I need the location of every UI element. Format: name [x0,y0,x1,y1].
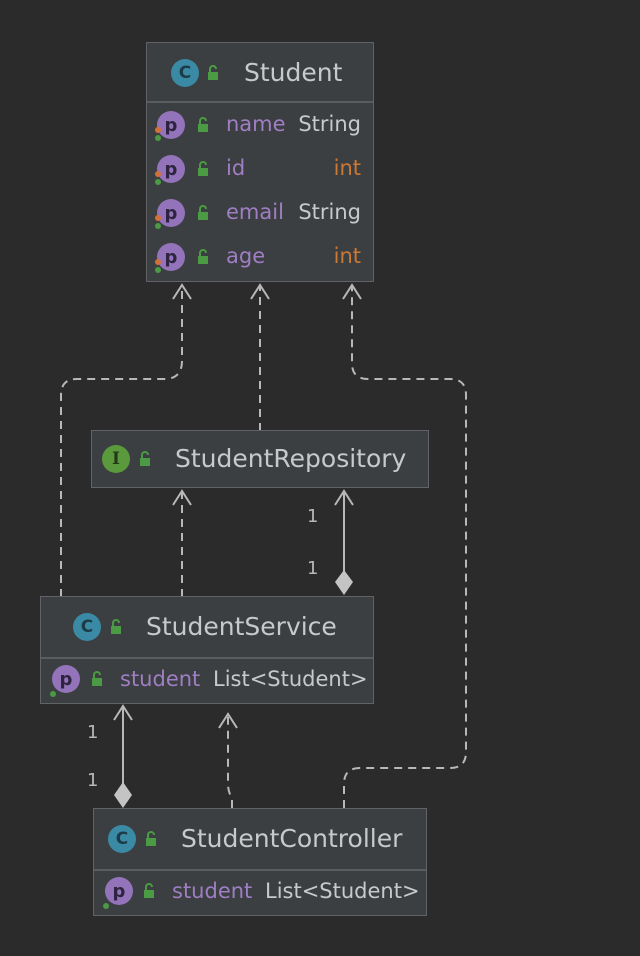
field-type: int [333,244,361,268]
arrowhead-service-student [172,283,192,300]
arrowhead-composition-service [113,704,133,721]
field-row: p id int [147,147,373,191]
lock-open-icon [198,161,208,176]
field-marker-icon [103,903,109,909]
property-icon: p [157,243,185,271]
class-header: C StudentService [41,597,373,659]
field-marker-icon [155,127,161,133]
lock-open-icon [208,65,218,80]
class-icon: C [108,825,136,853]
property-icon: p [105,877,133,905]
composition-diamond-service [335,570,353,595]
field-row: p email String [147,191,373,235]
multiplicity-label: 1 [87,770,99,791]
arrowhead-service-repository [172,489,192,506]
composition-diamond-controller [114,782,132,808]
class-icon: C [171,59,199,87]
field-marker-icon [155,171,161,177]
field-marker-icon [50,691,56,697]
class-student-controller[interactable]: C StudentController p student List<Stude… [93,808,427,916]
property-icon: p [157,155,185,183]
field-row: p name String [147,103,373,147]
class-title: StudentService [146,612,337,641]
property-icon: p [52,665,80,693]
class-title: StudentController [181,824,403,853]
edge-service-student [60,285,183,597]
class-title: Student [244,58,343,87]
field-name: student [172,879,253,903]
multiplicity-label: 1 [307,506,319,527]
edge-controller-service-dependency [227,714,233,808]
class-icon: C [73,613,101,641]
lock-open-icon [144,883,154,898]
lock-open-icon [111,619,121,634]
arrowhead-repository-student [250,283,270,300]
field-name: age [226,244,266,268]
field-type: List<Student> [213,667,368,691]
interface-student-repository[interactable]: I StudentRepository [91,430,429,488]
property-icon: p [157,111,185,139]
field-type: String [298,200,361,224]
multiplicity-label: 1 [87,722,99,743]
field-marker-icon [155,267,161,273]
interface-icon: I [102,445,130,473]
lock-open-icon [198,249,208,264]
field-marker-icon [155,135,161,141]
class-title: StudentRepository [175,444,407,473]
field-row: p age int [147,235,373,279]
class-header: I StudentRepository [92,431,428,487]
field-name: name [226,112,286,136]
field-marker-icon [155,259,161,265]
property-icon: p [157,199,185,227]
field-type: int [333,156,361,180]
field-marker-icon [155,223,161,229]
field-name: id [226,156,246,180]
field-row: p student List<Student> [94,871,426,915]
lock-open-icon [198,205,208,220]
field-row: p student List<Student> [41,659,373,703]
class-header: C StudentController [94,809,426,871]
field-marker-icon [155,179,161,185]
arrowhead-controller-service [218,712,238,729]
field-type: String [298,112,361,136]
class-student-service[interactable]: C StudentService p student List<Student> [40,596,374,704]
class-student[interactable]: C Student p name String p id int p email… [146,42,374,282]
field-name: email [226,200,284,224]
lock-open-icon [140,451,150,466]
field-name: student [120,667,201,691]
arrowhead-controller-student [342,283,362,300]
arrowhead-composition-repository [334,489,354,506]
multiplicity-label: 1 [307,558,319,579]
lock-open-icon [198,117,208,132]
lock-open-icon [146,831,156,846]
lock-open-icon [92,671,102,686]
class-header: C Student [147,43,373,103]
edge-controller-student [343,285,467,808]
field-marker-icon [155,215,161,221]
field-type: List<Student> [265,879,420,903]
